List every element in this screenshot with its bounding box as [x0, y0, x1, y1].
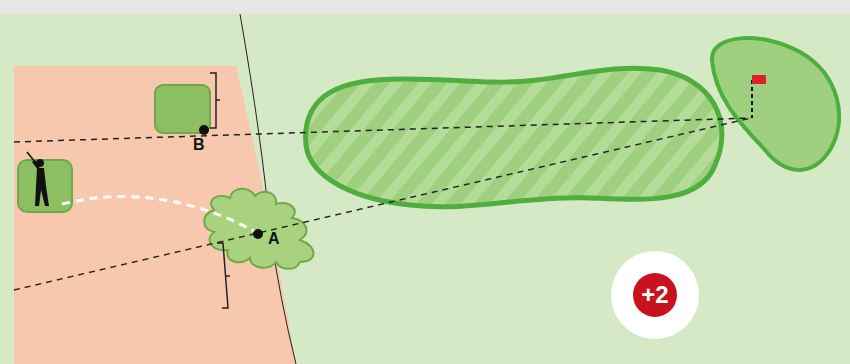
- penalty-badge: +2: [610, 250, 700, 340]
- point-label: B: [193, 136, 205, 154]
- penalty-number: +2: [641, 281, 668, 309]
- point-label: A: [268, 230, 280, 248]
